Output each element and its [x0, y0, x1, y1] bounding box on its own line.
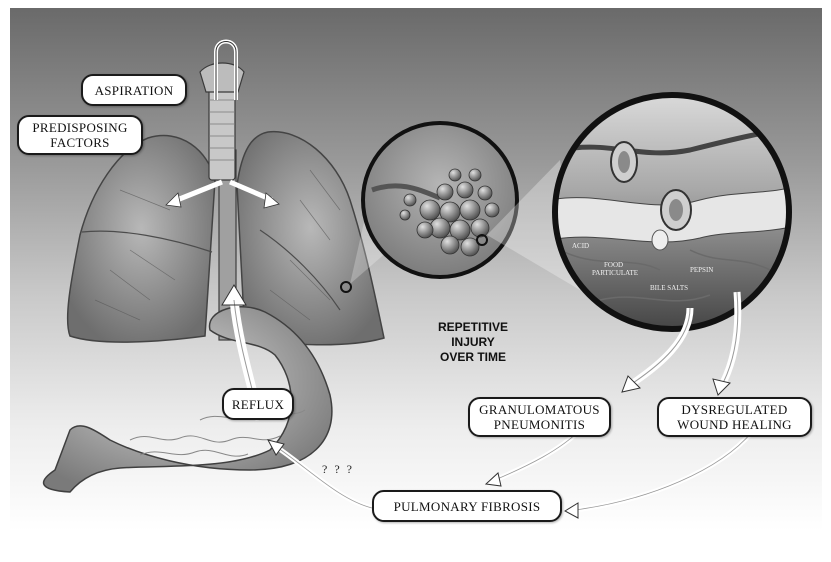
arrow-granulomatous-to-fibrosis	[495, 430, 580, 480]
arrow-dysregulated-to-fibrosis	[575, 432, 752, 510]
arrow-fibrosis-to-stomach	[278, 448, 372, 508]
reflux-label: REFLUX	[222, 388, 294, 420]
food-label: FOOD	[604, 261, 623, 269]
aspiration-label: ASPIRATION	[81, 74, 187, 106]
acid-label: ACID	[572, 242, 589, 250]
trachea	[209, 85, 235, 180]
predisposing-factors-label: PREDISPOSING FACTORS	[17, 115, 143, 155]
pulmonary-fibrosis-label: PULMONARY FIBROSIS	[372, 490, 562, 522]
left-lung	[68, 136, 215, 343]
bile-salts-label: BILE SALTS	[650, 284, 688, 292]
repetitive-injury-caption: REPETITIVE INJURY OVER TIME	[418, 320, 528, 365]
granulomatous-pneumonitis-label: GRANULOMATOUS PNEUMONITIS	[468, 397, 611, 437]
particulate-label: PARTICULATE	[592, 269, 638, 277]
alveoli-inset	[363, 123, 517, 277]
dysregulated-wound-healing-label: DYSREGULATED WOUND HEALING	[657, 397, 812, 437]
unknown-link-marker: ? ? ?	[322, 462, 354, 477]
pepsin-label: PEPSIN	[690, 266, 713, 274]
